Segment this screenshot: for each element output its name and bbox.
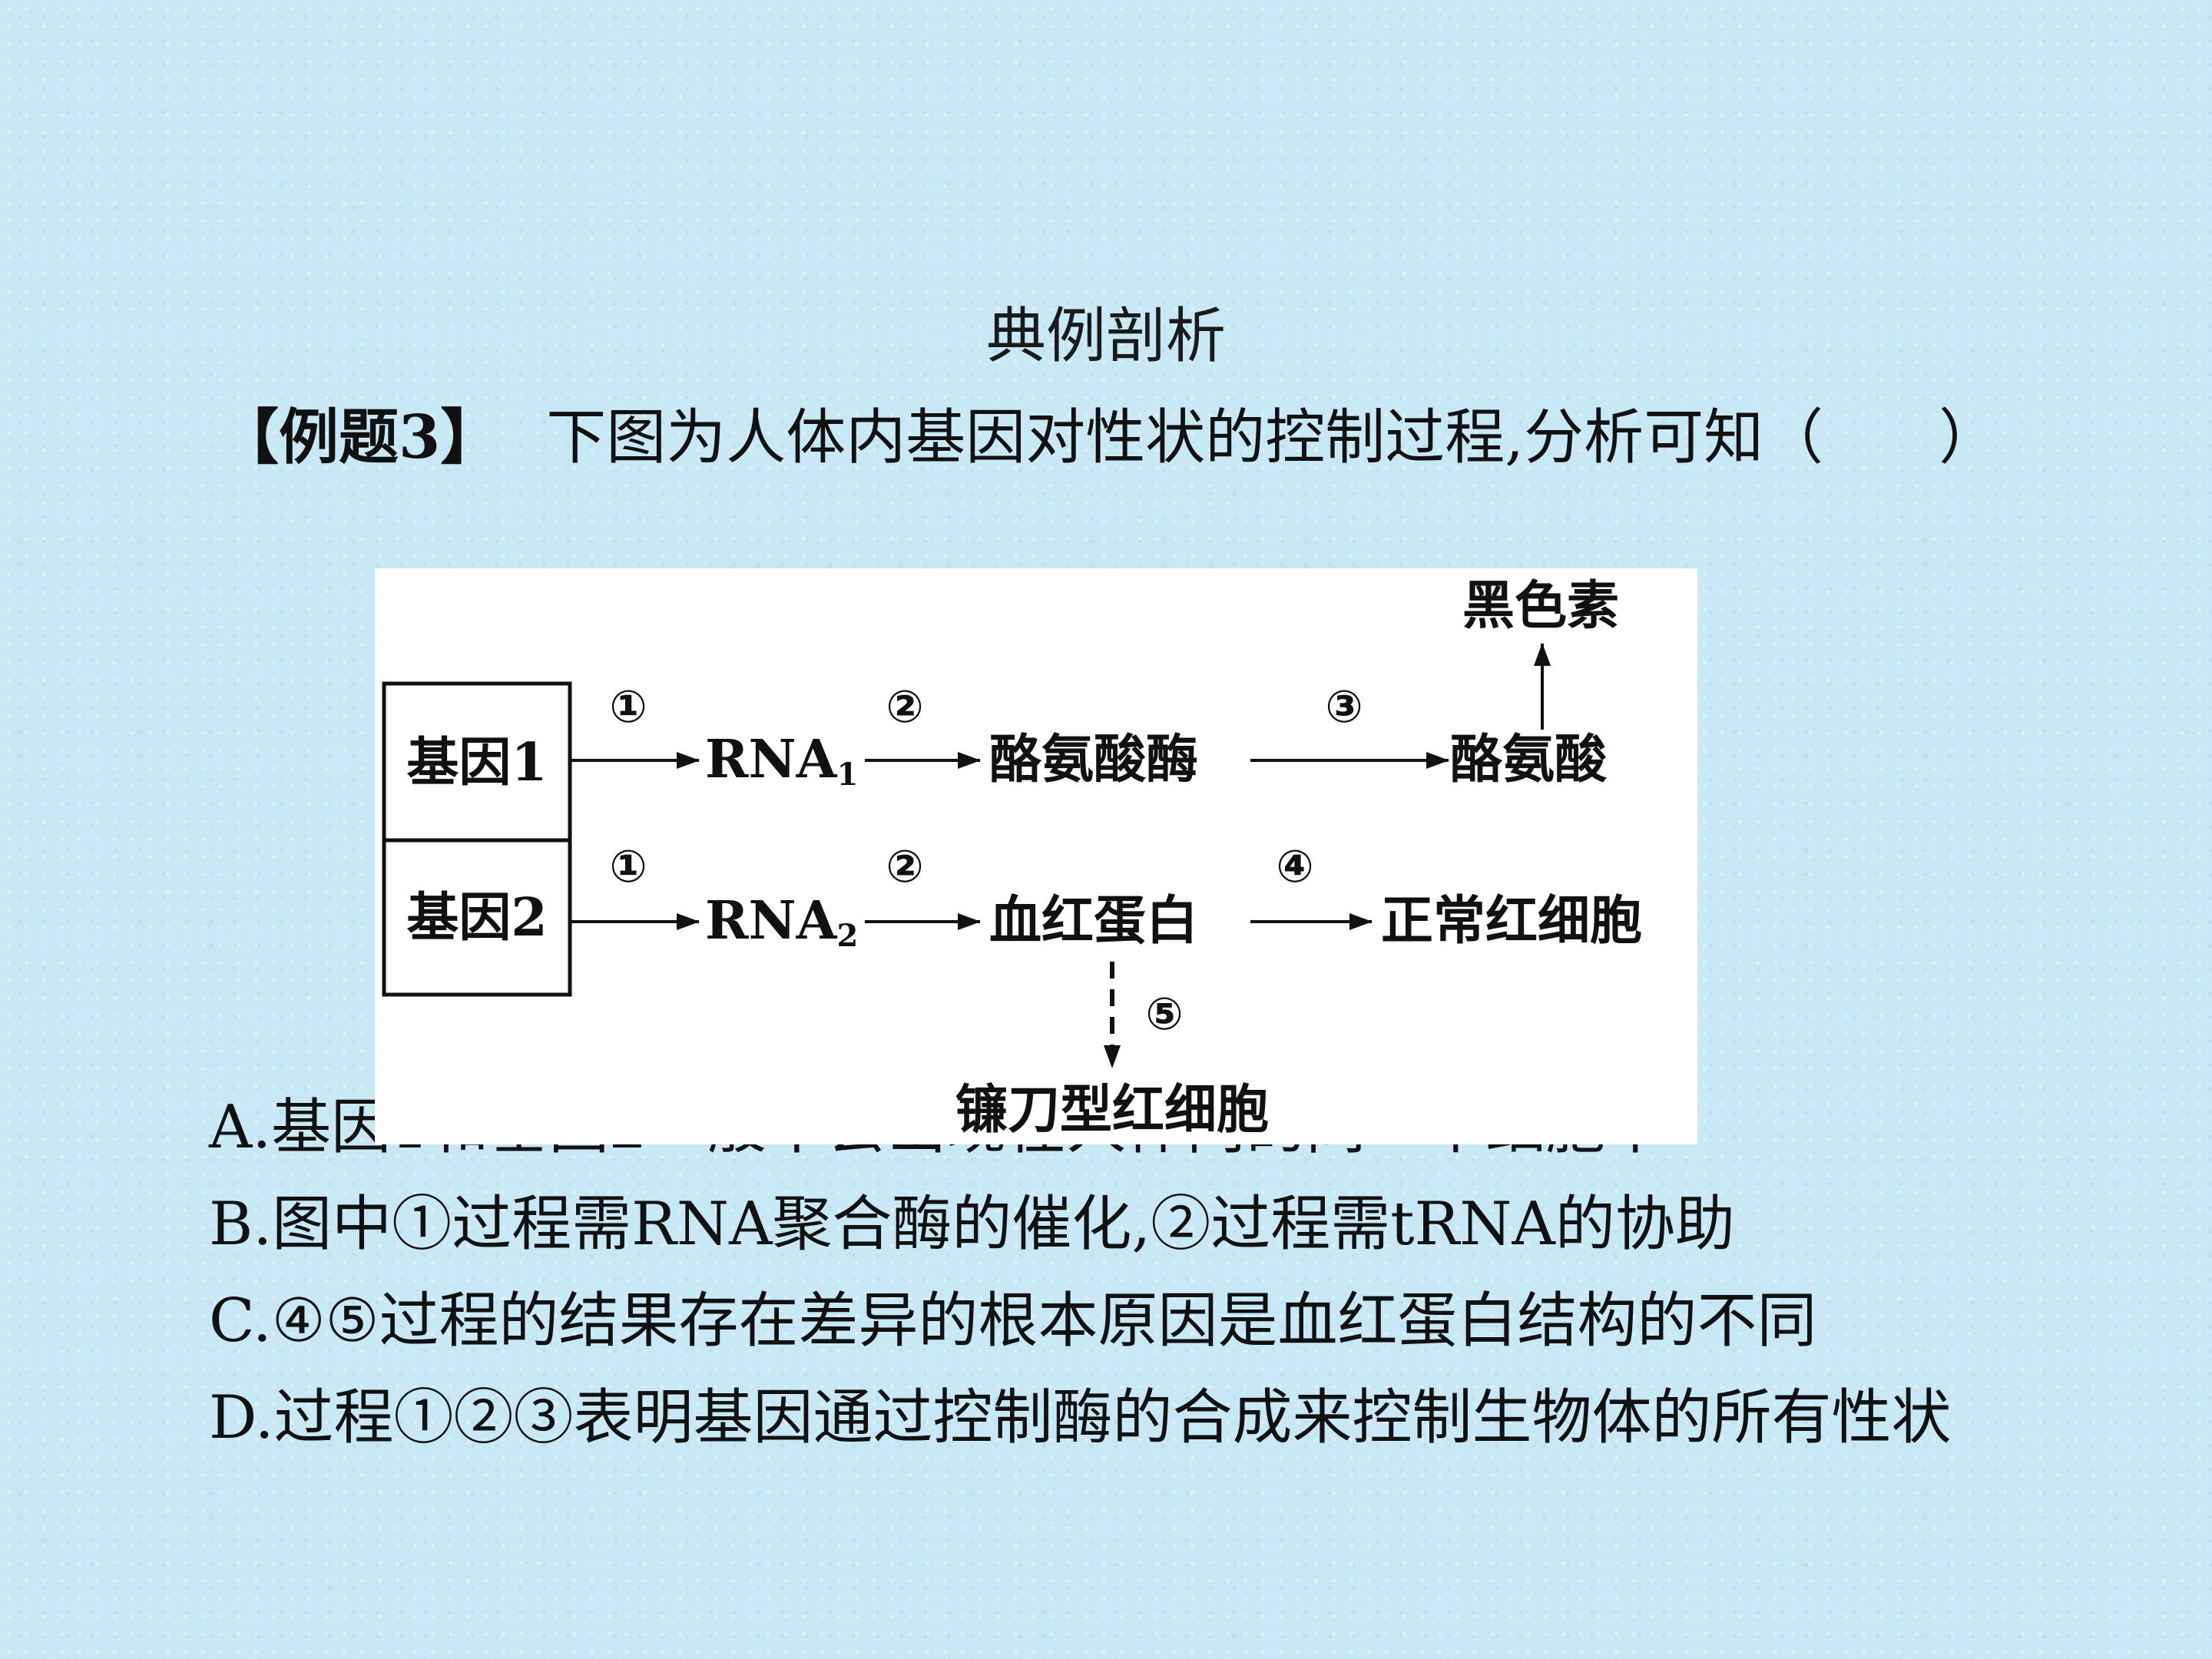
hemoglobin-label: 血红蛋白	[989, 890, 1198, 952]
step2-row1-label: ②	[886, 680, 923, 733]
gene2-label: 基因2	[406, 887, 547, 949]
question-label: 【例题3】	[219, 402, 501, 472]
rna1-label: RNA1	[705, 729, 858, 793]
diagram-svg: 基因1 基因2 ① RNA1 ② 酪氨酸酶 ③ 酪氨酸 黑色素 ① RNA2 ②…	[382, 575, 1642, 1141]
gene-control-diagram: 基因1 基因2 ① RNA1 ② 酪氨酸酶 ③ 酪氨酸 黑色素 ① RNA2 ②…	[375, 568, 1697, 1144]
normal-rbc-label: 正常红细胞	[1381, 890, 1642, 952]
rna1-subscript: 1	[836, 757, 858, 793]
melanin-label: 黑色素	[1462, 575, 1619, 637]
question-text: 下图为人体内基因对性状的控制过程,分析可知（	[546, 403, 1824, 472]
option-d[interactable]: D.过程①②③表明基因通过控制酶的合成来控制生物体的所有性状	[209, 1383, 1952, 1452]
slide-heading: 典例剖析	[985, 302, 1226, 371]
step1-row2-label: ①	[609, 840, 647, 892]
option-b[interactable]: B.图中①过程需RNA聚合酶的催化,②过程需tRNA的协助	[209, 1190, 1735, 1259]
rna2-main: RNA	[705, 890, 838, 952]
question-close-paren: ）	[1939, 403, 1999, 472]
step2-row2-label: ②	[886, 840, 923, 892]
gene1-label: 基因1	[406, 732, 547, 793]
tyrosinase-label: 酪氨酸酶	[989, 729, 1198, 790]
step1-row1-label: ①	[609, 680, 647, 733]
step3-label: ③	[1325, 680, 1363, 733]
rna2-subscript: 2	[836, 918, 858, 954]
option-c[interactable]: C.④⑤过程的结果存在差异的根本原因是血红蛋白结构的不同	[209, 1286, 1817, 1356]
sickle-rbc-label: 镰刀型红细胞	[955, 1079, 1269, 1141]
step5-label: ⑤	[1145, 988, 1183, 1040]
step4-label: ④	[1276, 840, 1313, 892]
rna2-label: RNA2	[705, 890, 858, 954]
rna1-main: RNA	[705, 729, 838, 790]
tyrosine-label: 酪氨酸	[1450, 729, 1608, 790]
question-stem: 【例题3】下图为人体内基因对性状的控制过程,分析可知（ ）	[219, 399, 1998, 476]
